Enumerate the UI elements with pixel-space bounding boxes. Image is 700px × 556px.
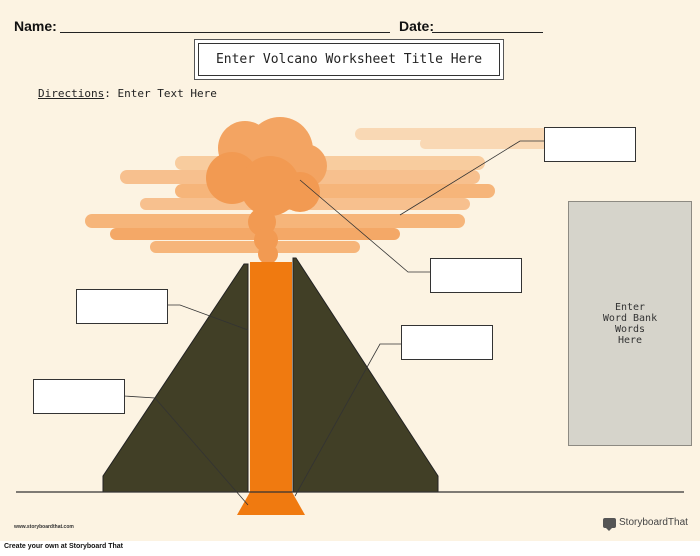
label-box-crater[interactable] bbox=[430, 258, 522, 293]
storyboardthat-logo: StoryboardThat bbox=[603, 517, 688, 531]
worksheet-title: Enter Volcano Worksheet Title Here bbox=[215, 52, 483, 67]
name-label: Name: bbox=[14, 18, 57, 34]
ash-cloud bbox=[85, 117, 570, 264]
volcano-right-slope bbox=[292, 257, 439, 493]
label-box-magma-chamber[interactable] bbox=[33, 379, 125, 414]
directions-text: : Enter Text Here bbox=[104, 87, 217, 100]
word-bank[interactable]: Enter Word Bank Words Here bbox=[568, 201, 692, 446]
magma-chamber bbox=[237, 492, 305, 515]
magma-conduit bbox=[250, 262, 292, 494]
logo-text: StoryboardThat bbox=[619, 517, 688, 528]
label-box-side-vent[interactable] bbox=[401, 325, 493, 360]
leader-lines bbox=[123, 140, 544, 506]
worksheet: Name: Date: Enter Volcano Worksheet Titl… bbox=[0, 0, 700, 541]
worksheet-title-box[interactable]: Enter Volcano Worksheet Title Here bbox=[198, 43, 500, 76]
directions: Directions: Enter Text Here bbox=[38, 87, 217, 100]
volcano-illustration bbox=[16, 117, 684, 515]
date-label: Date: bbox=[399, 18, 435, 34]
label-box-ash-cloud[interactable] bbox=[544, 127, 636, 162]
footer-credit[interactable]: Create your own at Storyboard That bbox=[4, 543, 124, 550]
speech-bubble-icon bbox=[603, 517, 616, 531]
site-url: www.storyboardthat.com bbox=[14, 524, 74, 530]
label-box-vent[interactable] bbox=[76, 289, 168, 324]
date-line[interactable] bbox=[432, 32, 543, 33]
directions-label: Directions bbox=[38, 87, 105, 100]
name-line[interactable] bbox=[60, 32, 390, 33]
